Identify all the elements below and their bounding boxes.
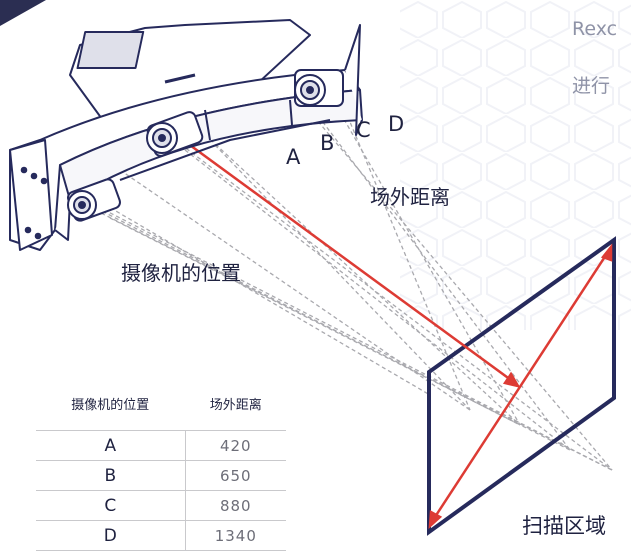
far-distance-label: 场外距离 bbox=[370, 185, 450, 209]
sight-lines bbox=[79, 94, 613, 471]
scanner-device bbox=[9, 19, 363, 251]
table-cell-distance: 650 bbox=[185, 460, 286, 491]
table-cell-distance: 880 bbox=[185, 490, 286, 521]
intro-text-line-1: Rexc bbox=[572, 18, 618, 40]
table-cell-position: A bbox=[36, 430, 186, 461]
corner-tab bbox=[0, 0, 46, 26]
table-cell-distance: 420 bbox=[185, 430, 286, 461]
table-cell-distance: 1340 bbox=[185, 520, 286, 551]
table-row: B 650 bbox=[36, 460, 286, 491]
table-row: C 880 bbox=[36, 490, 286, 521]
scan-area-label: 扫描区域 bbox=[522, 514, 606, 538]
table-row: D 1340 bbox=[36, 520, 286, 551]
table-header-distance: 场外距离 bbox=[185, 376, 286, 431]
distance-table: 摄像机的位置 场外距离 A 420 B 650 C 880 D 1340 bbox=[36, 376, 286, 551]
intro-text-line-2: 进行 bbox=[572, 75, 611, 97]
table-cell-position: C bbox=[36, 490, 186, 521]
table-header-position: 摄像机的位置 bbox=[36, 376, 186, 431]
position-label-a: A bbox=[286, 145, 301, 169]
table-cell-position: B bbox=[36, 460, 186, 491]
position-label-d: D bbox=[388, 112, 405, 136]
scan-area-frame bbox=[427, 236, 616, 536]
position-label-b: B bbox=[320, 131, 335, 155]
camera-position-label: 摄像机的位置 bbox=[121, 261, 241, 285]
table-row: A 420 bbox=[36, 430, 286, 461]
table-cell-position: D bbox=[36, 520, 186, 551]
measurement-arrows bbox=[182, 138, 613, 530]
table-header-row: 摄像机的位置 场外距离 bbox=[36, 376, 286, 431]
background-pattern bbox=[400, 0, 631, 330]
position-label-c: C bbox=[356, 118, 371, 142]
